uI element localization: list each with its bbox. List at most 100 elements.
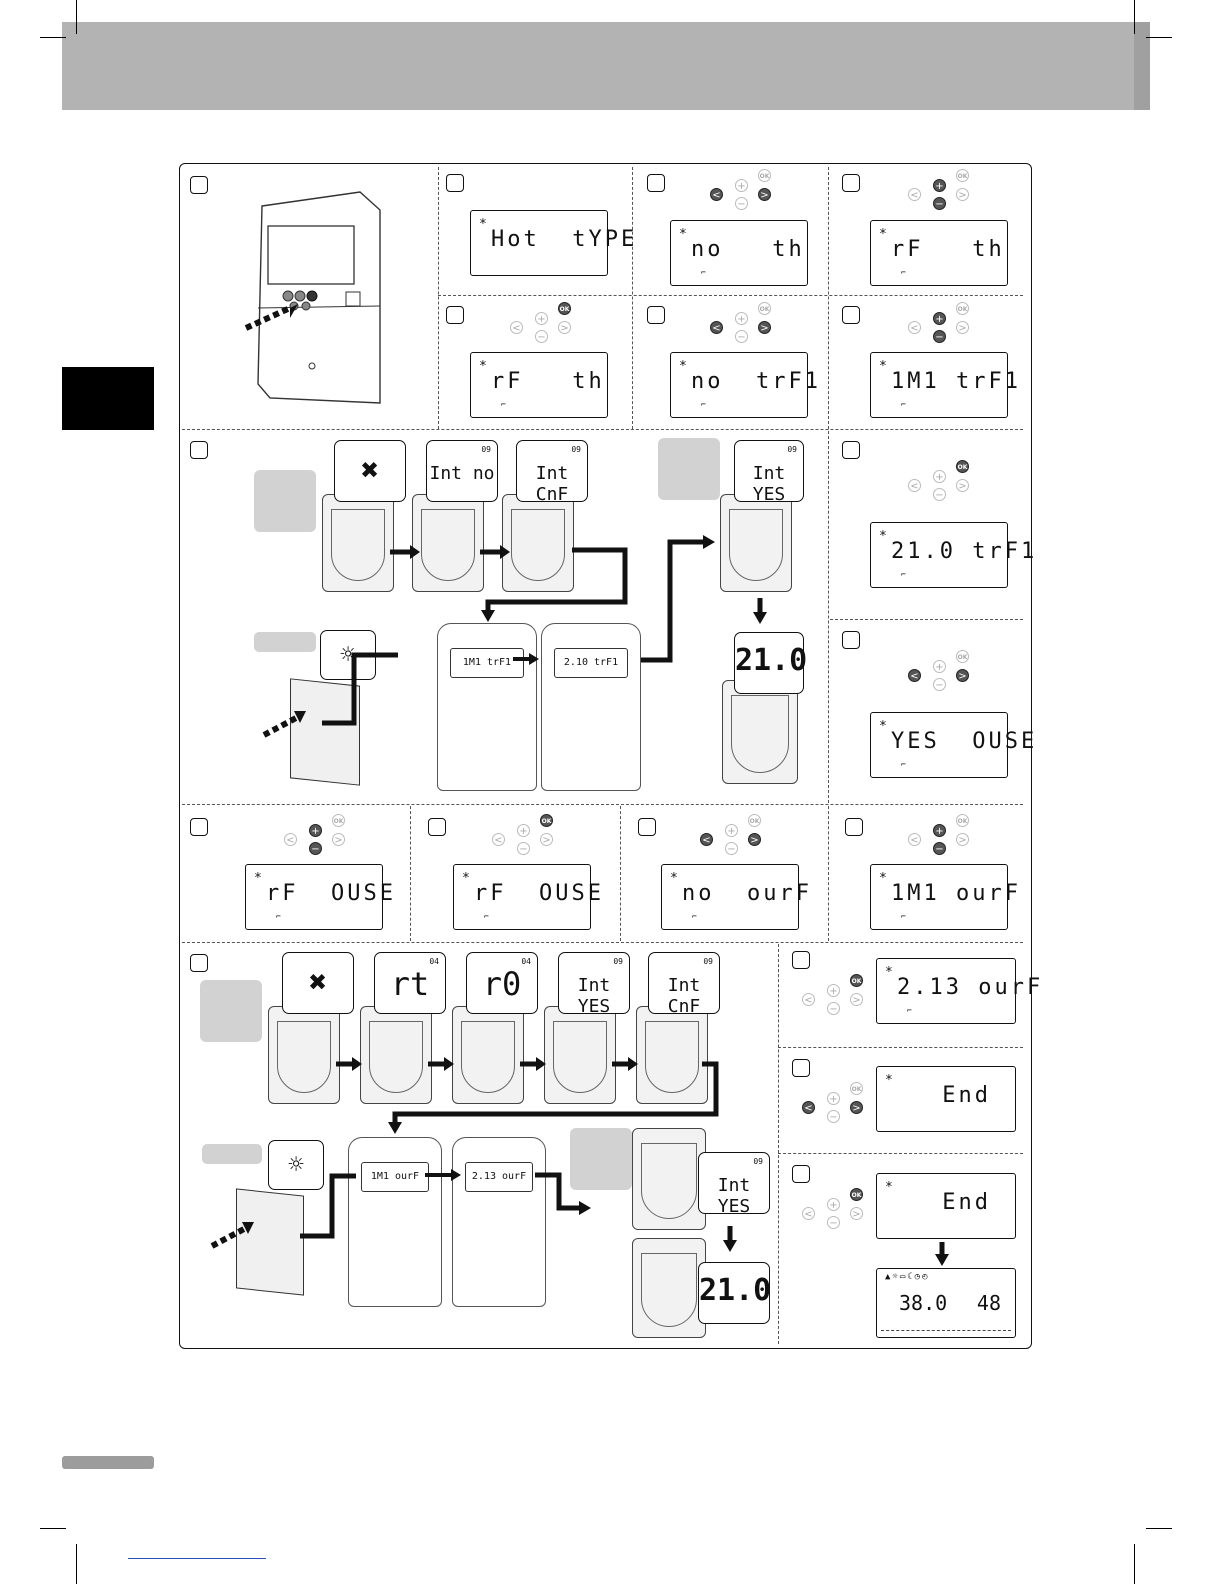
- left-button[interactable]: <: [700, 833, 713, 846]
- left-button[interactable]: <: [284, 833, 297, 846]
- led-blink-icon: ☼: [288, 1150, 304, 1180]
- lcd-display: * rF OUSE ⌐: [453, 864, 601, 930]
- right-button[interactable]: >: [956, 669, 969, 682]
- right-button[interactable]: >: [850, 1207, 863, 1220]
- minus-button[interactable]: −: [827, 1216, 840, 1229]
- ok-button[interactable]: OK: [956, 650, 969, 663]
- led-bubble: ☼: [268, 1140, 324, 1190]
- plus-button[interactable]: +: [933, 660, 946, 673]
- ok-button[interactable]: OK: [850, 1188, 863, 1201]
- plus-button[interactable]: +: [827, 1198, 840, 1211]
- ok-button[interactable]: OK: [850, 974, 863, 987]
- left-button[interactable]: <: [908, 833, 921, 846]
- ok-button[interactable]: OK: [332, 814, 345, 827]
- lcd-text: 2.13 ourF: [897, 975, 1044, 1000]
- plus-button[interactable]: +: [725, 824, 738, 837]
- divider: [182, 804, 1023, 805]
- left-button[interactable]: <: [802, 993, 815, 1006]
- right-button[interactable]: >: [956, 188, 969, 201]
- thermostat: [412, 494, 484, 592]
- ok-button[interactable]: OK: [758, 302, 771, 315]
- plus-button[interactable]: +: [517, 824, 530, 837]
- minus-button[interactable]: −: [933, 842, 946, 855]
- ok-button[interactable]: OK: [956, 460, 969, 473]
- left-button[interactable]: <: [710, 188, 723, 201]
- flow-arrows: [390, 535, 767, 663]
- right-button[interactable]: >: [850, 1101, 863, 1114]
- minus-button[interactable]: −: [933, 197, 946, 210]
- ok-button[interactable]: OK: [758, 169, 771, 182]
- gray-marker: [658, 438, 720, 500]
- ok-button[interactable]: OK: [850, 1082, 863, 1095]
- plus-button[interactable]: +: [535, 312, 548, 325]
- divider: [778, 944, 779, 1344]
- bubble-text: Int CnF: [667, 975, 701, 1017]
- thermostat-bubble: 09 Int YES: [558, 952, 630, 1017]
- plus-button[interactable]: +: [933, 824, 946, 837]
- minus-button[interactable]: −: [535, 330, 548, 343]
- crop-mark: [1134, 1544, 1135, 1584]
- minus-button[interactable]: −: [309, 842, 322, 855]
- right-button[interactable]: >: [850, 993, 863, 1006]
- left-button[interactable]: <: [908, 669, 921, 682]
- plus-button[interactable]: +: [933, 470, 946, 483]
- left-button[interactable]: <: [908, 321, 921, 334]
- left-button[interactable]: <: [802, 1207, 815, 1220]
- controller-device-illustration: [244, 191, 381, 404]
- minus-button[interactable]: −: [827, 1002, 840, 1015]
- ok-button[interactable]: OK: [956, 814, 969, 827]
- left-button[interactable]: <: [908, 479, 921, 492]
- left-button[interactable]: <: [802, 1101, 815, 1114]
- plus-button[interactable]: +: [827, 1092, 840, 1105]
- plus-button[interactable]: +: [933, 179, 946, 192]
- ok-button[interactable]: OK: [558, 302, 571, 315]
- thermostat-bubble: 09 Int YES: [734, 440, 804, 505]
- minus-button[interactable]: −: [933, 488, 946, 501]
- temperature-text: 38.0: [899, 1291, 948, 1315]
- minus-button[interactable]: −: [735, 197, 748, 210]
- left-button[interactable]: <: [710, 321, 723, 334]
- plus-button[interactable]: +: [933, 312, 946, 325]
- right-button[interactable]: >: [956, 833, 969, 846]
- step-box: [792, 1059, 810, 1077]
- ok-button[interactable]: OK: [540, 814, 553, 827]
- right-button[interactable]: >: [748, 833, 761, 846]
- ok-button[interactable]: OK: [956, 169, 969, 182]
- right-button[interactable]: >: [758, 321, 771, 334]
- header-band-edge: [1134, 22, 1150, 110]
- right-button[interactable]: >: [558, 321, 571, 334]
- button-pad: OK + < > −: [798, 1186, 874, 1234]
- divider: [632, 167, 633, 429]
- step-box: [842, 306, 860, 324]
- plus-button[interactable]: +: [735, 312, 748, 325]
- right-button[interactable]: >: [758, 188, 771, 201]
- bubble-text: Int YES: [752, 463, 786, 505]
- button-pad: OK + < > −: [704, 300, 780, 348]
- snowflake-icon: *: [462, 871, 470, 886]
- right-button[interactable]: >: [956, 479, 969, 492]
- minus-button[interactable]: −: [735, 330, 748, 343]
- left-button[interactable]: <: [492, 833, 505, 846]
- plus-button[interactable]: +: [827, 984, 840, 997]
- minus-button[interactable]: −: [933, 678, 946, 691]
- flow-arrows: [336, 1057, 719, 1134]
- plus-button[interactable]: +: [735, 179, 748, 192]
- minus-button[interactable]: −: [517, 842, 530, 855]
- lcd-text: no ourF: [682, 881, 812, 906]
- left-button[interactable]: <: [510, 321, 523, 334]
- minus-button[interactable]: −: [827, 1110, 840, 1123]
- ok-button[interactable]: OK: [748, 814, 761, 827]
- flow-arrow: [513, 653, 539, 665]
- ok-button[interactable]: OK: [956, 302, 969, 315]
- left-button[interactable]: <: [908, 188, 921, 201]
- minus-button[interactable]: −: [933, 330, 946, 343]
- right-button[interactable]: >: [332, 833, 345, 846]
- right-button[interactable]: >: [540, 833, 553, 846]
- minus-button[interactable]: −: [725, 842, 738, 855]
- flow-arrows: [425, 1169, 591, 1215]
- lcd-text: rF OUSE: [266, 881, 396, 906]
- divider: [182, 942, 1023, 943]
- step-box: [190, 954, 208, 972]
- right-button[interactable]: >: [956, 321, 969, 334]
- plus-button[interactable]: +: [309, 824, 322, 837]
